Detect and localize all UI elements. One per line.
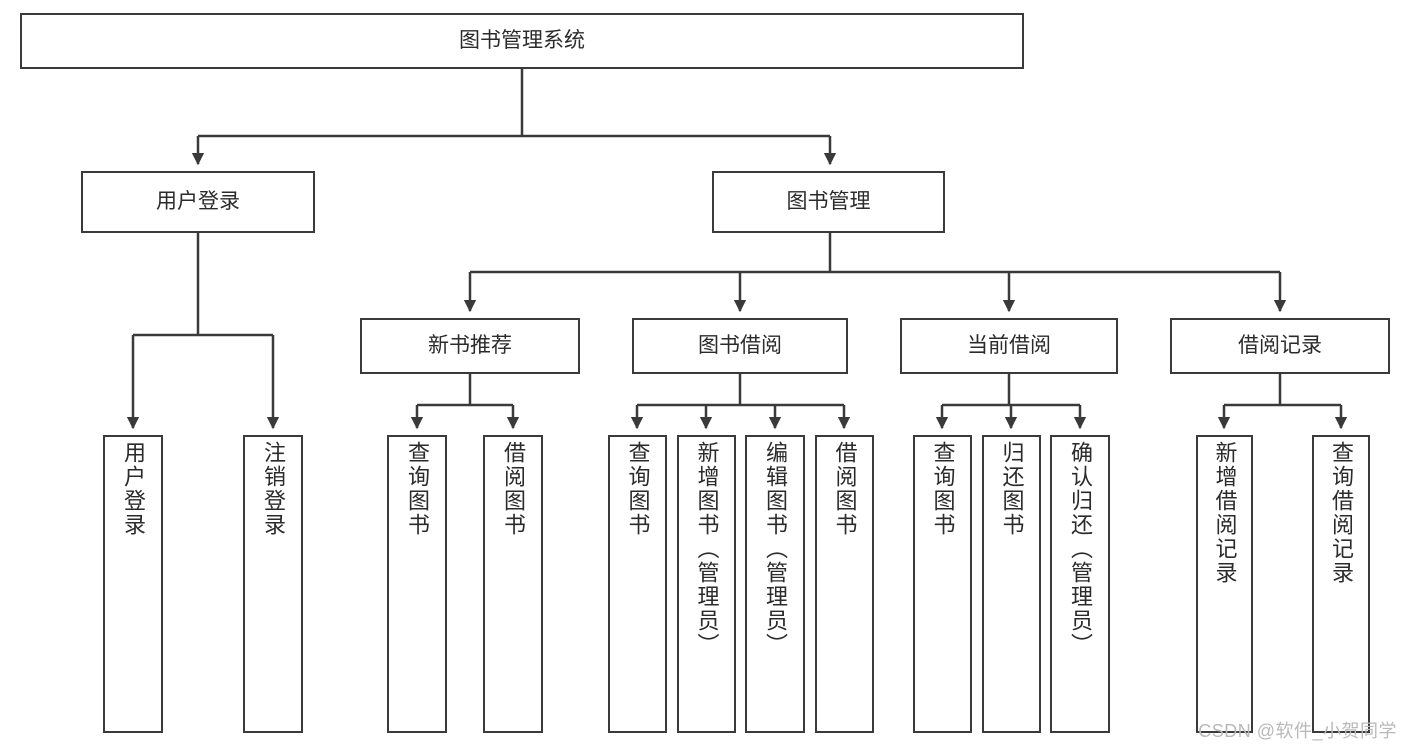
- leaf-label: 借阅图书: [501, 441, 526, 537]
- leaf-node[interactable]: 编辑图书（管理员）: [745, 435, 805, 733]
- leaf-label: 查询图书: [625, 441, 651, 537]
- node-user-login[interactable]: 用户登录: [81, 171, 315, 233]
- leaf-node[interactable]: 查询图书: [913, 435, 972, 733]
- leaf-label: 用户登录: [121, 441, 146, 537]
- node-book-management[interactable]: 图书管理: [712, 171, 945, 233]
- leaf-node[interactable]: 查询图书: [608, 435, 667, 733]
- node-borrow-record-label: 借阅记录: [1238, 334, 1322, 358]
- node-current-borrow-label: 当前借阅: [967, 334, 1051, 358]
- leaf-label: 编辑图书（管理员）: [763, 441, 788, 657]
- leaf-label: 归还图书: [999, 441, 1025, 537]
- leaf-node[interactable]: 新增借阅记录: [1196, 435, 1253, 733]
- leaf-node[interactable]: 确认归还（管理员）: [1050, 435, 1110, 733]
- node-root[interactable]: 图书管理系统: [20, 13, 1024, 69]
- leaf-label: 确认归还（管理员）: [1068, 441, 1093, 657]
- leaf-label: 查询图书: [930, 441, 956, 537]
- leaf-label: 查询图书: [405, 441, 430, 537]
- node-book-borrow[interactable]: 图书借阅: [632, 318, 848, 374]
- leaf-label: 新增图书（管理员）: [694, 441, 720, 657]
- leaf-label: 注销登录: [261, 441, 286, 537]
- leaf-node[interactable]: 归还图书: [982, 435, 1041, 733]
- leaf-label: 新增借阅记录: [1212, 441, 1238, 585]
- node-new-book-recommend-label: 新书推荐: [428, 334, 512, 358]
- node-root-label: 图书管理系统: [459, 29, 585, 53]
- leaf-node[interactable]: 查询图书: [387, 435, 447, 733]
- leaf-node[interactable]: 注销登录: [243, 435, 303, 733]
- node-book-management-label: 图书管理: [786, 190, 871, 214]
- leaf-label: 查询借阅记录: [1329, 441, 1354, 585]
- node-borrow-record[interactable]: 借阅记录: [1170, 318, 1390, 374]
- leaf-node[interactable]: 借阅图书: [483, 435, 543, 733]
- leaf-node[interactable]: 借阅图书: [815, 435, 874, 733]
- node-book-borrow-label: 图书借阅: [698, 334, 782, 358]
- leaf-node[interactable]: 用户登录: [103, 435, 163, 733]
- csdn-watermark: CSDN @软件_小贺同学: [1198, 721, 1397, 741]
- leaf-node[interactable]: 查询借阅记录: [1312, 435, 1370, 733]
- leaf-label: 借阅图书: [832, 441, 858, 537]
- node-user-login-label: 用户登录: [156, 190, 240, 214]
- node-current-borrow[interactable]: 当前借阅: [900, 318, 1118, 374]
- leaf-node[interactable]: 新增图书（管理员）: [677, 435, 736, 733]
- node-new-book-recommend[interactable]: 新书推荐: [360, 318, 580, 374]
